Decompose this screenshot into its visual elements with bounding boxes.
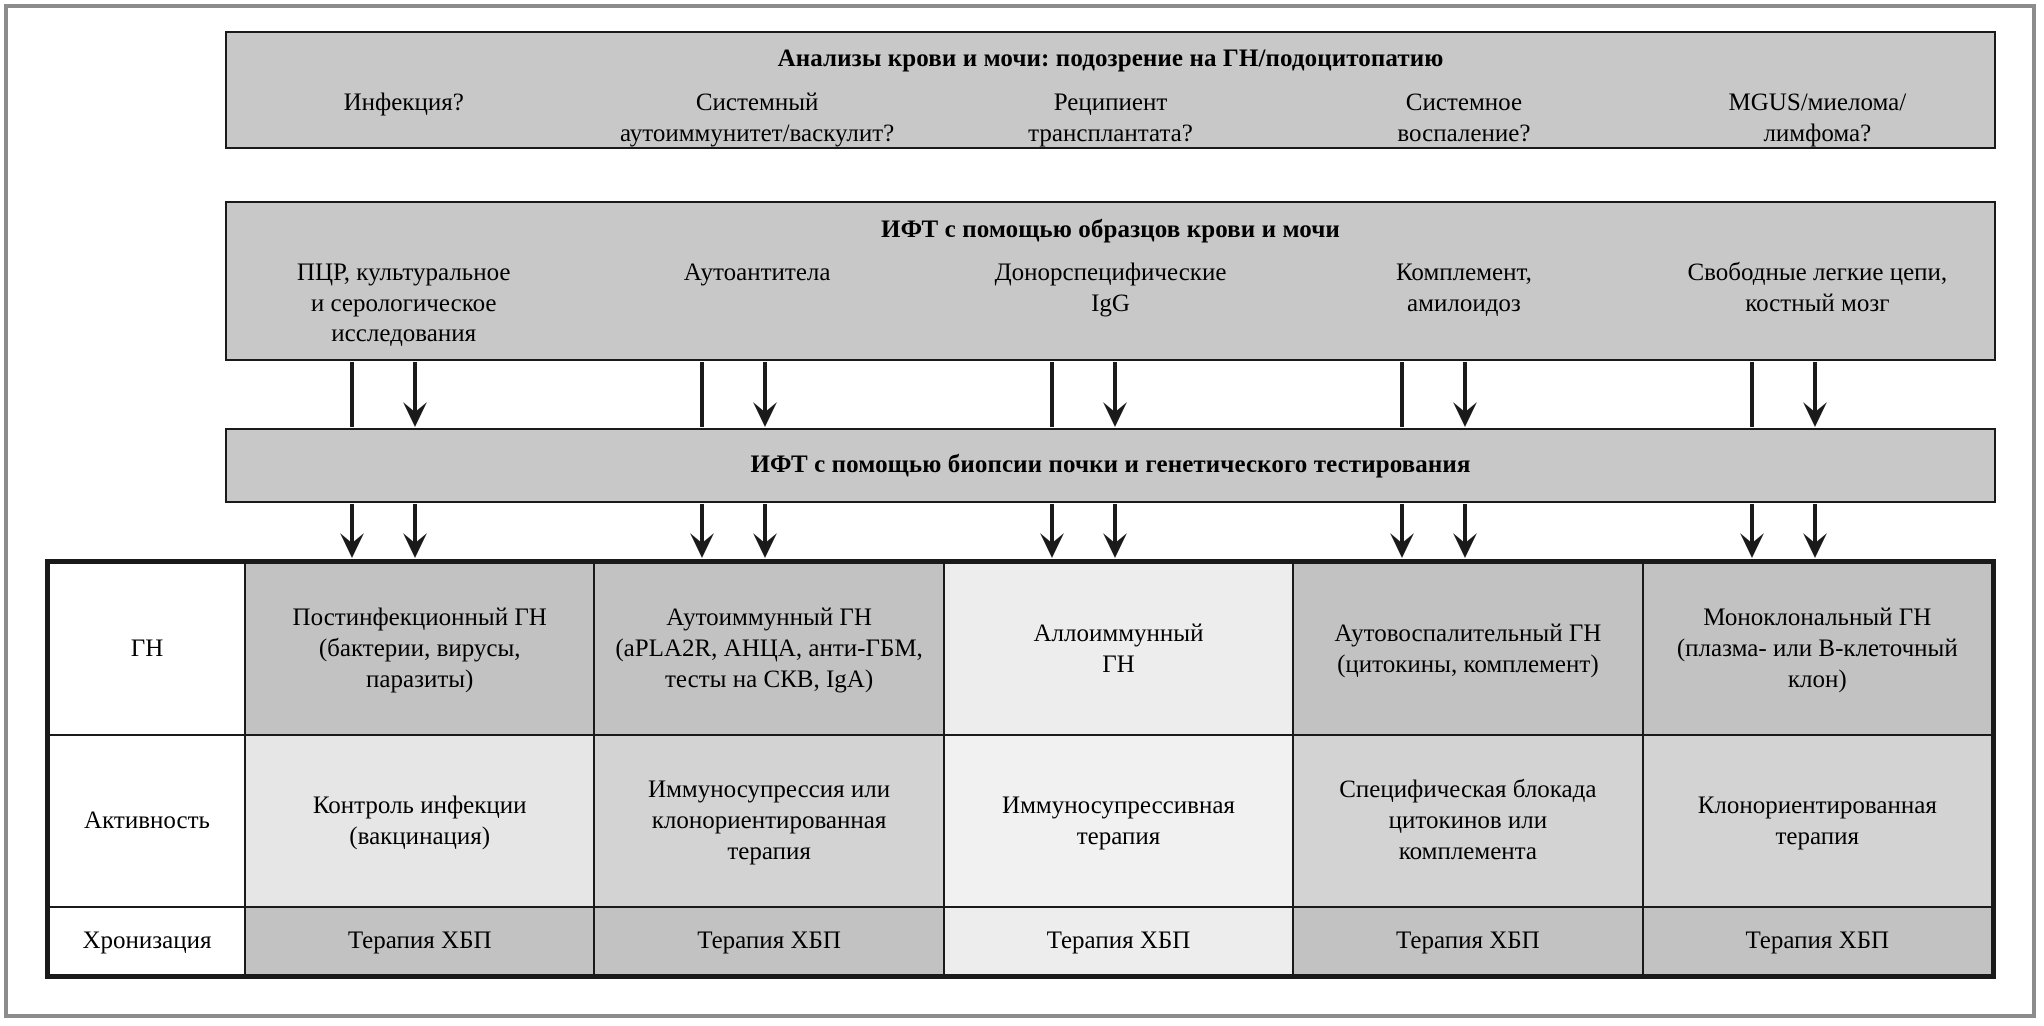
- cell-gn-5: Моноклональный ГН(плазма- или B-клеточны…: [1641, 562, 1994, 736]
- table-row: ГН Постинфекционный ГН(бактерии, вирусы,…: [48, 562, 1994, 736]
- table-row: Активность Контроль инфекции(вакцинация)…: [48, 733, 1994, 908]
- cell-gn-2: Аутоиммунный ГН(aPLA2R, АНЦА, анти-ГБМ,т…: [593, 562, 945, 736]
- panel-ift-blood-urine-samples: ИФТ с помощью образцов крови и мочи ПЦР,…: [225, 201, 1996, 361]
- row-header-activity: Активность: [48, 733, 246, 908]
- panel-blood-urine-analyses: Анализы крови и мочи: подозрение на ГН/п…: [225, 31, 1996, 149]
- cell-chronicity-1: Терапия ХБП: [243, 905, 596, 977]
- row-header-gn: ГН: [48, 562, 246, 736]
- panel-b-col-4: Комплемент,амилоидоз: [1396, 259, 1532, 317]
- cell-gn-1: Постинфекционный ГН(бактерии, вирусы,пар…: [243, 562, 596, 736]
- cell-chronicity-4: Терапия ХБП: [1292, 905, 1644, 977]
- panel-ift-kidney-biopsy-genetics: ИФТ с помощью биопсии почки и генетическ…: [225, 428, 1996, 503]
- panel-b-col-2: Аутоантитела: [683, 259, 831, 286]
- panel-c-title: ИФТ с помощью биопсии почки и генетическ…: [750, 451, 1471, 478]
- panel-b-title: ИФТ с помощью образцов крови и мочи: [881, 216, 1340, 243]
- cell-chronicity-3: Терапия ХБП: [942, 905, 1295, 977]
- cell-activity-1: Контроль инфекции(вакцинация): [243, 733, 596, 908]
- row-header-chronicity: Хронизация: [48, 905, 246, 977]
- panel-a-col-5: MGUS/миелома/лимфома?: [1728, 89, 1907, 147]
- cell-gn-4: Аутовоспалительный ГН(цитокины, комплеме…: [1292, 562, 1644, 736]
- matrix-table: ГН Постинфекционный ГН(бактерии, вирусы,…: [48, 562, 1994, 977]
- classification-matrix: ГН Постинфекционный ГН(бактерии, вирусы,…: [45, 559, 1996, 979]
- cell-chronicity-5: Терапия ХБП: [1641, 905, 1994, 977]
- table-row: Хронизация Терапия ХБП Терапия ХБП Терап…: [48, 905, 1994, 977]
- panel-a-title: Анализы крови и мочи: подозрение на ГН/п…: [777, 45, 1444, 72]
- panel-a-col-1: Инфекция?: [343, 89, 464, 116]
- cell-chronicity-2: Терапия ХБП: [593, 905, 945, 977]
- panel-b-col-5: Свободные легкие цепи,костный мозг: [1687, 259, 1948, 317]
